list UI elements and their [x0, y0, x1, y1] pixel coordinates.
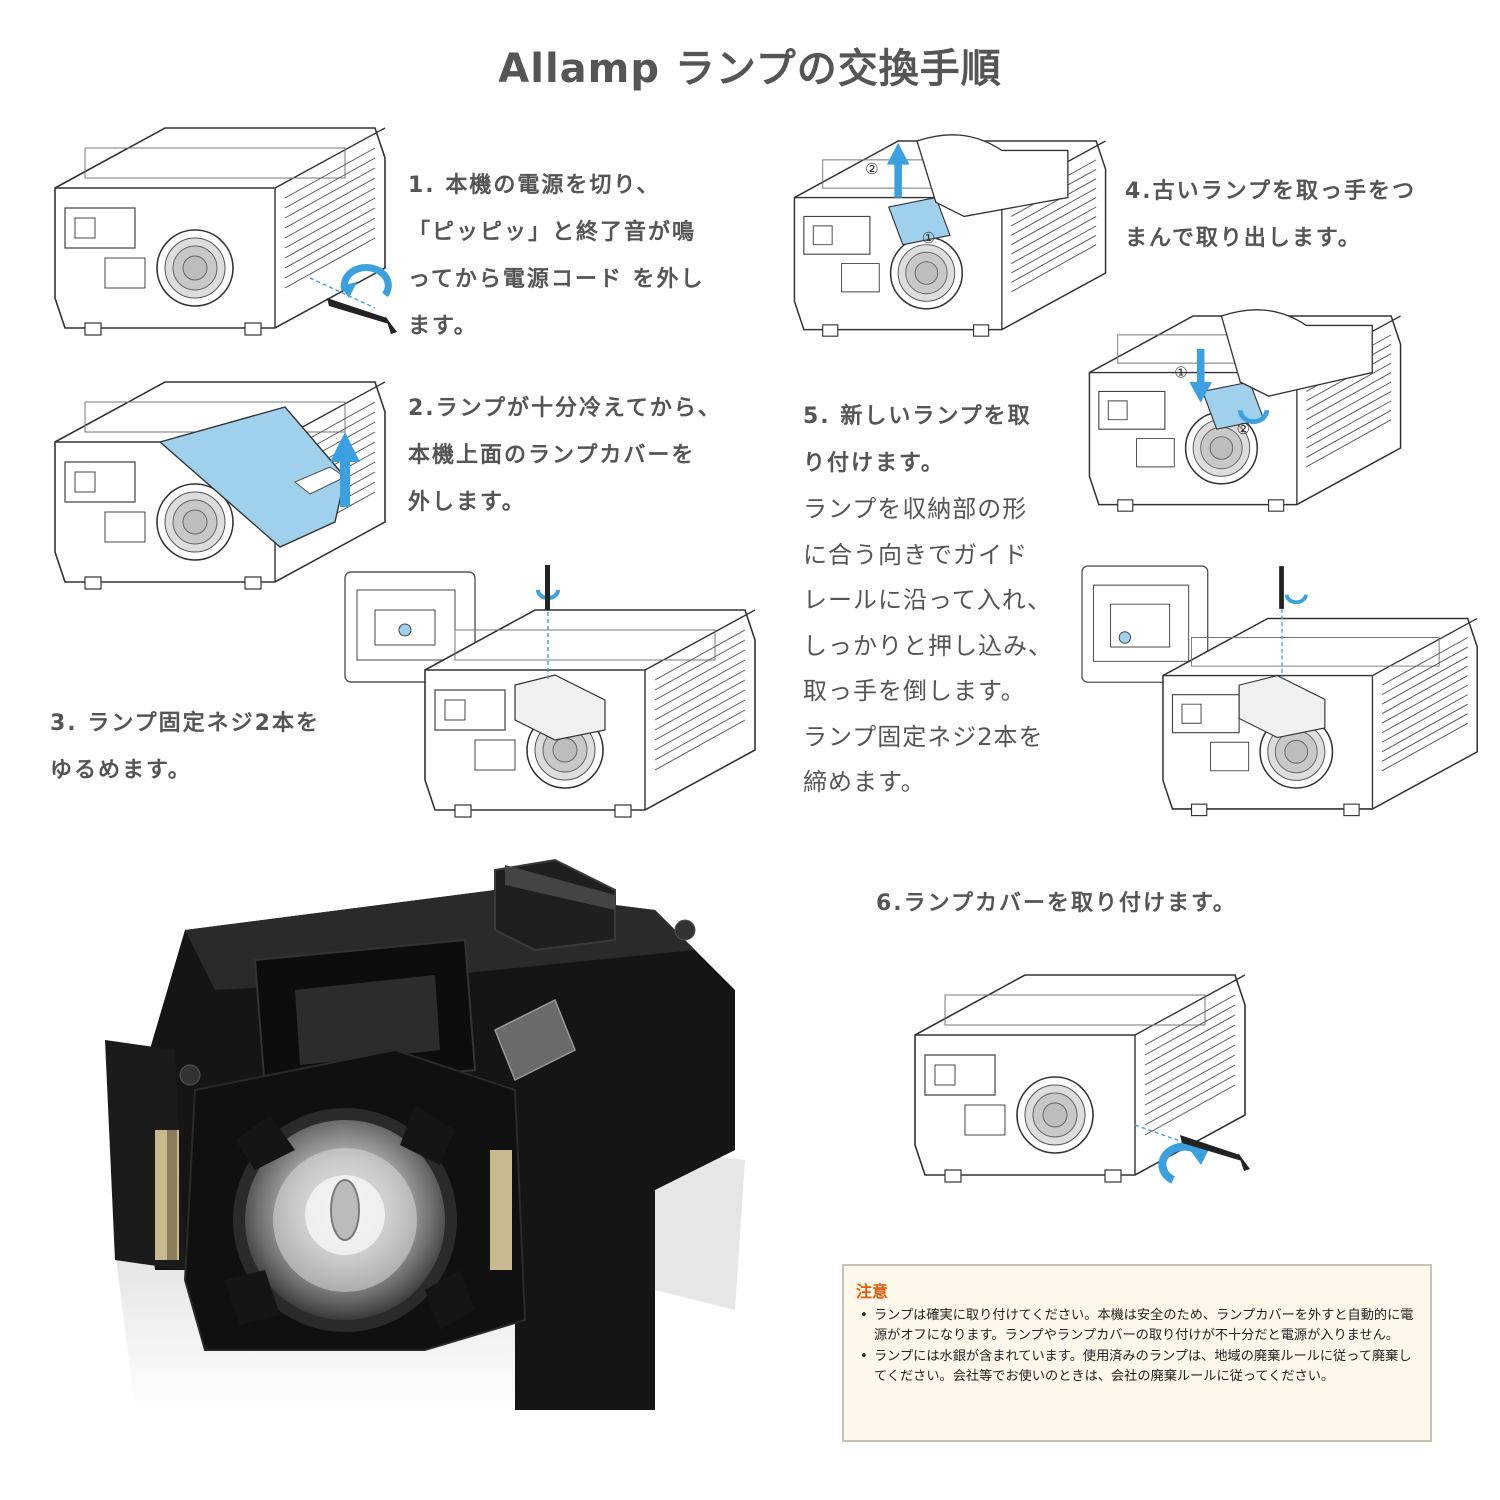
marker-2: ②: [1237, 420, 1251, 438]
notice-heading: 注意: [856, 1282, 889, 1301]
step5-body: ランプを収納部の形 に合う向きでガイド レールに沿って入れ、 しっかりと押し込み…: [803, 495, 1053, 796]
lamp-product-image: [105, 858, 745, 1410]
caution-notice: 注意 ランプは確実に取り付けてください。本機は安全のため、ランプカバーを外すと自…: [842, 1264, 1432, 1442]
hand-icon: [916, 134, 1069, 218]
step2-illustration: [54, 381, 386, 590]
step4-illustration: ② ①: [793, 134, 1107, 337]
step1-text: 1. 本機の電源を切り、 「ピッピッ」と終了音が鳴 ってから電源コード を外し …: [408, 173, 705, 339]
step5-heading: 5. 新しいランプを取 り付けます。: [803, 404, 1032, 476]
step5-illustration-top: ① ②: [1088, 309, 1402, 512]
step1-illustration: [54, 127, 397, 336]
notice-item: ランプには水銀が含まれています。使用済みのランプは、地域の廃棄ルールに従って廃棄…: [856, 1347, 1418, 1386]
marker-2: ②: [865, 160, 879, 178]
step6-illustration: [914, 974, 1250, 1184]
rotate-arrow-icon: [1158, 1142, 1207, 1184]
notice-item: ランプは確実に取り付けてください。本機は安全のため、ランプカバーを外すと自動的に…: [856, 1306, 1418, 1345]
marker-1: ①: [922, 229, 936, 247]
bulb-icon: [330, 1179, 360, 1241]
rotate-arrow-icon: [1284, 594, 1308, 605]
detail-inset: [1081, 565, 1209, 683]
step6-text: 6.ランプカバーを取り付けます。: [876, 891, 1237, 916]
step4-text: 4.古いランプを取っ手をつ まんで取り出します。: [1125, 179, 1417, 251]
step5-illustration-bottom: [1081, 565, 1478, 817]
step2-text: 2.ランプが十分冷えてから、 本機上面のランプカバーを 外します。: [408, 396, 722, 515]
page-title: Allamp ランプの交換手順: [498, 46, 1002, 92]
step3-text: 3. ランプ固定ネジ2本を ゆるめます。: [50, 711, 320, 783]
rotate-arrow-icon: [340, 264, 392, 298]
step3-illustration: [344, 565, 756, 818]
marker-1: ①: [1174, 363, 1188, 381]
hand-icon: [1220, 309, 1373, 397]
